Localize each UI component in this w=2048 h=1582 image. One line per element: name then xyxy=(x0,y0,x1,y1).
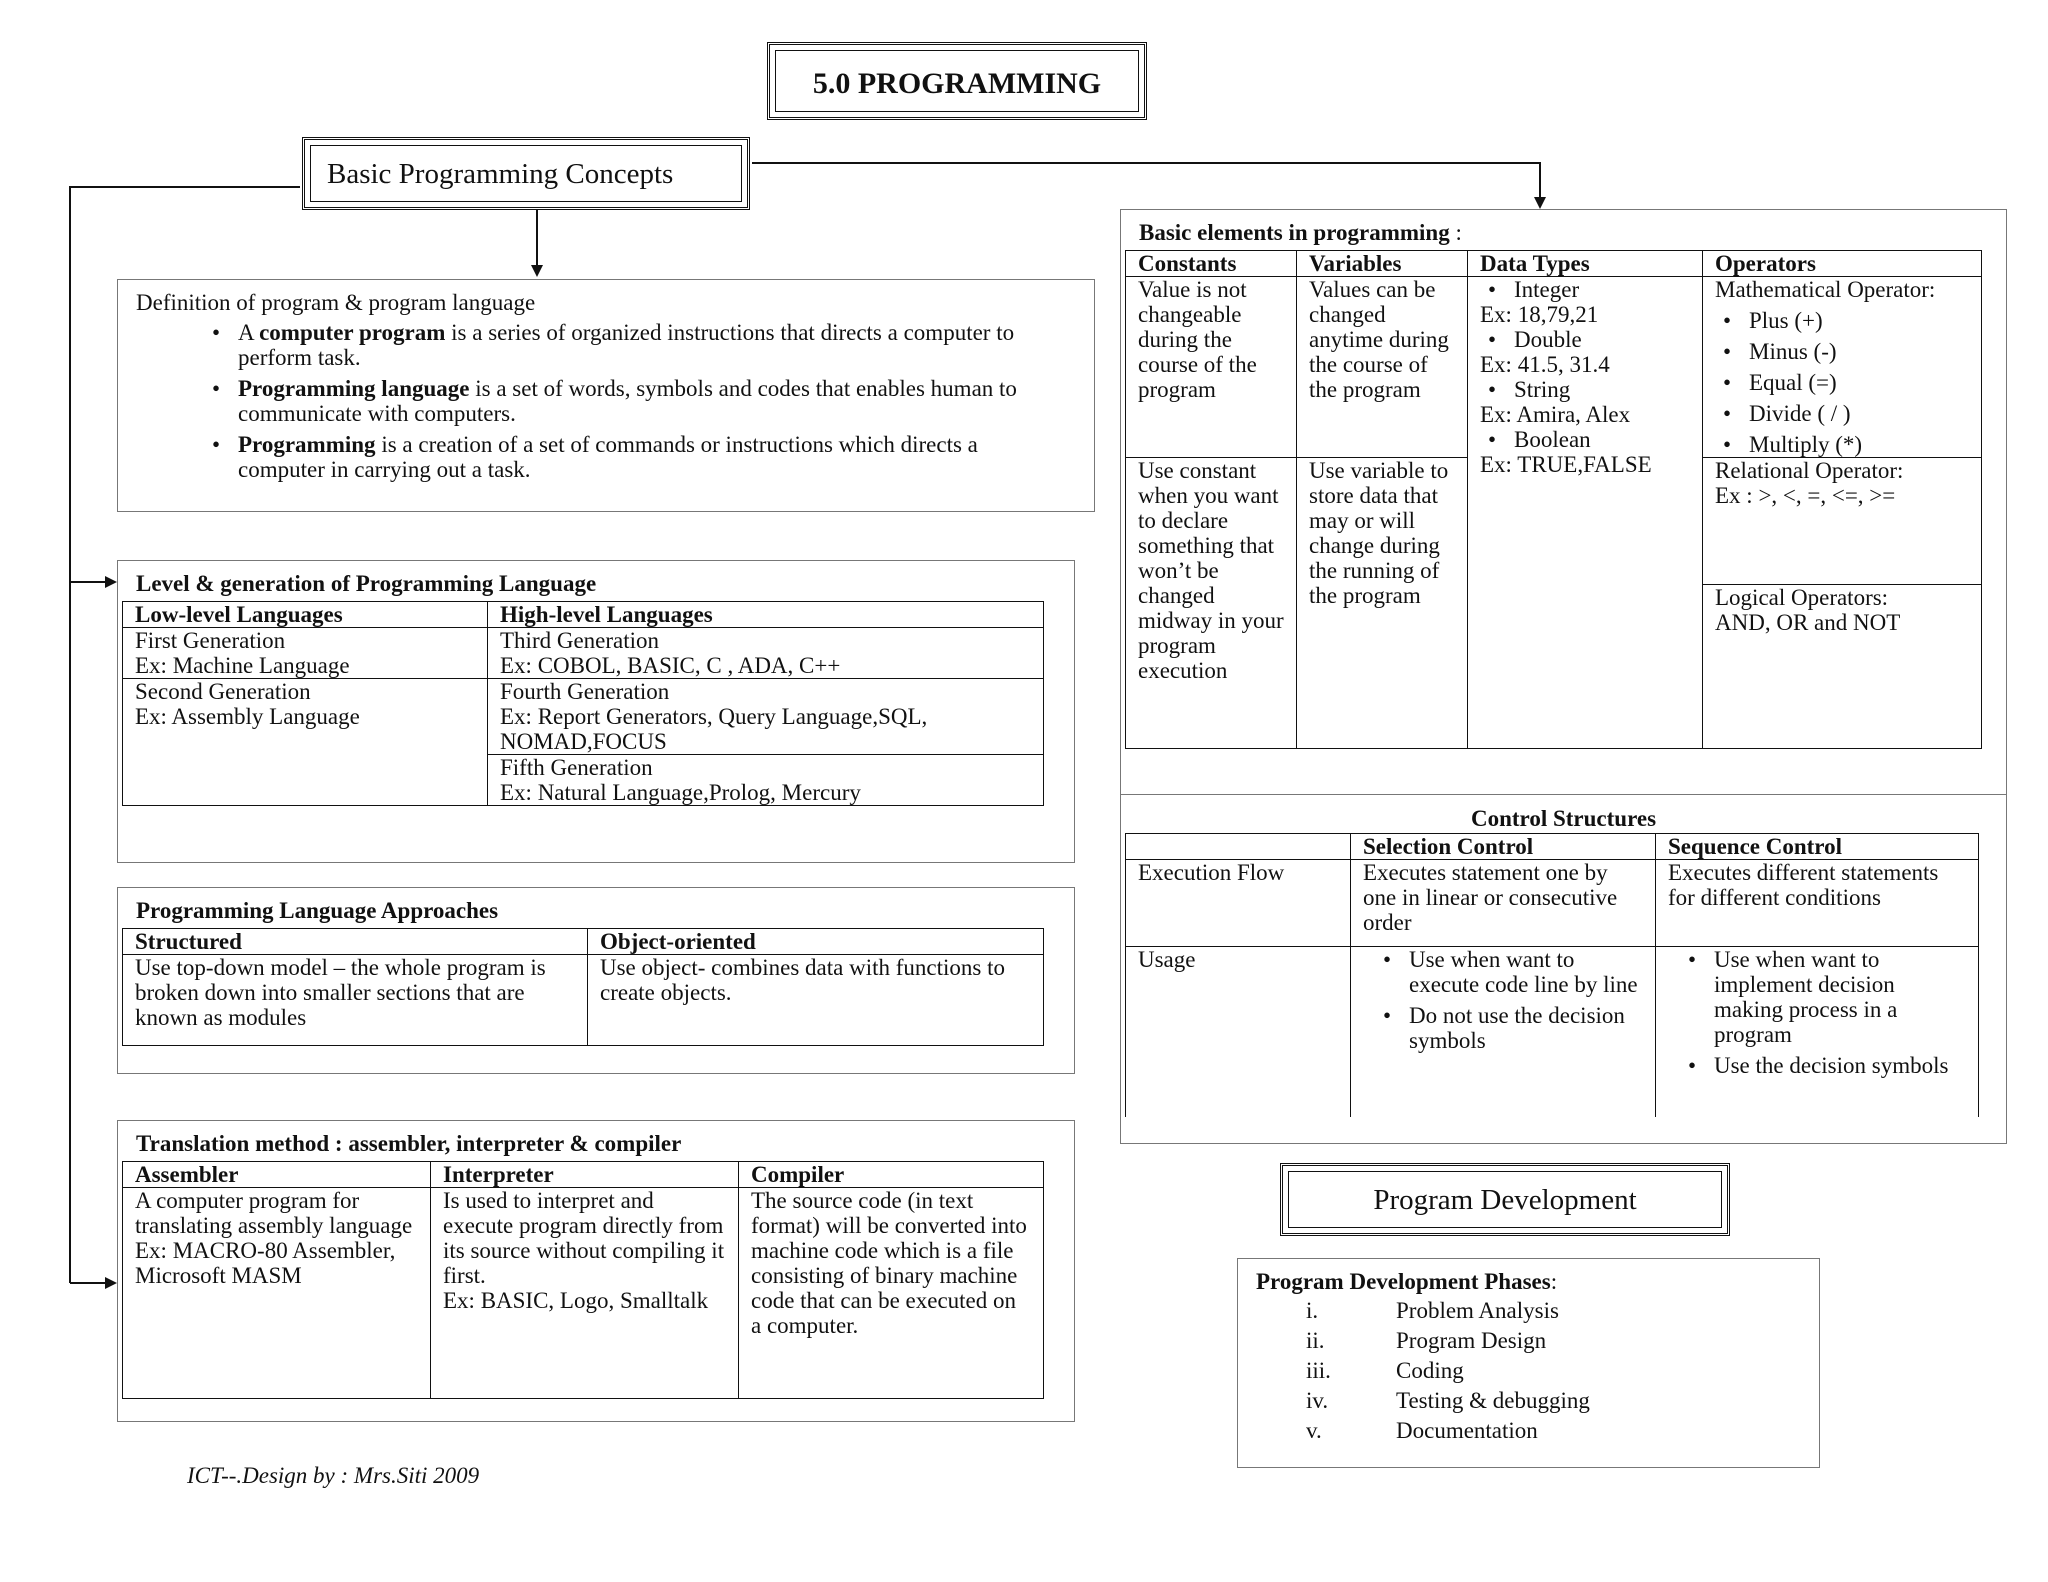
op-plus: Plus (+) xyxy=(1713,308,1969,333)
rel-log-operators-cell: Relational Operator: Ex : >, <, =, <=, >… xyxy=(1702,457,1982,749)
main-title: 5.0 PROGRAMMING xyxy=(812,67,1102,100)
section-divider xyxy=(1121,794,2006,795)
approaches-table: Structured Object-oriented Use top-down … xyxy=(122,928,1044,1046)
approaches-box: Programming Language Approaches Structur… xyxy=(117,887,1075,1074)
datatype-boolean: Boolean xyxy=(1478,427,1690,452)
variables-def: Values can be changed anytime during the… xyxy=(1296,276,1468,458)
elements-control-box: Basic elements in programming : Constant… xyxy=(1120,209,2007,1144)
op-multiply: Multiply (*) xyxy=(1713,432,1969,457)
col-low-level: Low-level Languages xyxy=(122,601,488,628)
col-structured: Structured xyxy=(122,928,588,955)
levels-table: Low-level Languages High-level Languages… xyxy=(122,601,1044,806)
phase-item: v.Documentation xyxy=(1306,1418,1538,1443)
definition-item: A computer program is a series of organi… xyxy=(202,320,1042,370)
program-development-title: Program Development xyxy=(1373,1184,1637,1216)
variables-use: Use variable to store data that may or w… xyxy=(1296,457,1468,749)
row-execution-flow: Execution Flow xyxy=(1125,859,1351,947)
col-object-oriented: Object-oriented xyxy=(587,928,1044,955)
definition-heading: Definition of program & program language xyxy=(136,290,536,315)
col-sequence: Sequence Control xyxy=(1655,833,1979,860)
phase-item: i.Problem Analysis xyxy=(1306,1298,1559,1323)
definition-list: A computer program is a series of organi… xyxy=(202,320,1042,482)
sequence-usage: Use when want to implement decision maki… xyxy=(1655,946,1979,1117)
phase-item: ii.Program Design xyxy=(1306,1328,1547,1353)
basic-concepts-box: Basic Programming Concepts xyxy=(302,137,750,210)
credit: ICT--.Design by : Mrs.Siti 2009 xyxy=(187,1463,480,1488)
constants-use: Use constant when you want to declare so… xyxy=(1125,457,1297,749)
approaches-heading: Programming Language Approaches xyxy=(136,898,499,923)
phase-item: iv.Testing & debugging xyxy=(1306,1388,1590,1413)
relational-heading: Relational Operator: xyxy=(1715,458,1904,483)
translation-box: Translation method : assembler, interpre… xyxy=(117,1120,1075,1422)
definition-item: Programming language is a set of words, … xyxy=(202,376,1042,426)
control-heading: Control Structures xyxy=(1470,806,1657,831)
col-assembler: Assembler xyxy=(122,1161,431,1188)
definition-item: Programming is a creation of a set of co… xyxy=(202,432,1042,482)
relational-example: Ex : >, <, =, <=, >= xyxy=(1715,483,1896,508)
data-types-cell: Integer Ex: 18,79,21 Double Ex: 41.5, 31… xyxy=(1467,276,1703,749)
selection-flow: Executes statement one by one in linear … xyxy=(1350,859,1656,947)
control-table: Selection Control Sequence Control Execu… xyxy=(1125,833,1979,1117)
elements-heading: Basic elements in programming xyxy=(1139,220,1450,245)
levels-box: Level & generation of Programming Langua… xyxy=(117,560,1075,863)
math-operators-cell: Mathematical Operator: Plus (+) Minus (-… xyxy=(1702,276,1982,458)
col-data-types: Data Types xyxy=(1467,250,1703,277)
col-interpreter: Interpreter xyxy=(430,1161,739,1188)
col-compiler: Compiler xyxy=(738,1161,1044,1188)
logical-heading: Logical Operators: xyxy=(1715,585,1889,610)
phases-heading: Program Development Phases xyxy=(1256,1269,1551,1294)
phases-list: i.Problem Analysis ii.Program Design iii… xyxy=(1306,1298,1801,1443)
phases-heading-line: Program Development Phases: xyxy=(1256,1269,1558,1294)
datatype-integer: Integer xyxy=(1478,277,1690,302)
constants-def: Value is not changeable during the cours… xyxy=(1125,276,1297,458)
phase-item: iii.Coding xyxy=(1306,1358,1464,1383)
elements-heading-line: Basic elements in programming : xyxy=(1139,220,1462,245)
structured-cell: Use top-down model – the whole program i… xyxy=(122,954,588,1046)
control-corner xyxy=(1125,833,1351,860)
datatype-string: String xyxy=(1478,377,1690,402)
logical-example: AND, OR and NOT xyxy=(1715,610,1901,635)
col-variables: Variables xyxy=(1296,250,1468,277)
translation-heading: Translation method : assembler, interpre… xyxy=(136,1131,682,1156)
object-oriented-cell: Use object- combines data with functions… xyxy=(587,954,1044,1046)
op-minus: Minus (-) xyxy=(1713,339,1969,364)
phases-box: Program Development Phases: i.Problem An… xyxy=(1237,1258,1820,1468)
col-constants: Constants xyxy=(1125,250,1297,277)
op-equal: Equal (=) xyxy=(1713,370,1969,395)
compiler-cell: The source code (in text format) will be… xyxy=(738,1187,1044,1399)
op-divide: Divide ( / ) xyxy=(1713,401,1969,426)
levels-heading: Level & generation of Programming Langua… xyxy=(136,571,597,596)
assembler-cell: A computer program for translating assem… xyxy=(122,1187,431,1399)
program-development-box: Program Development xyxy=(1280,1163,1730,1236)
col-selection: Selection Control xyxy=(1350,833,1656,860)
datatype-double: Double xyxy=(1478,327,1690,352)
definition-box: Definition of program & program language… xyxy=(117,279,1095,512)
col-high-level: High-level Languages xyxy=(487,601,1044,628)
interpreter-cell: Is used to interpret and execute program… xyxy=(430,1187,739,1399)
basic-concepts-label: Basic Programming Concepts xyxy=(327,158,674,190)
col-operators: Operators xyxy=(1702,250,1982,277)
elements-table: Constants Variables Data Types Operators… xyxy=(1125,250,1982,749)
row-usage: Usage xyxy=(1125,946,1351,1117)
main-title-box: 5.0 PROGRAMMING xyxy=(767,42,1147,120)
translation-table: Assembler Interpreter Compiler A compute… xyxy=(122,1161,1044,1399)
sequence-flow: Executes different statements for differ… xyxy=(1655,859,1979,947)
selection-usage: Use when want to execute code line by li… xyxy=(1350,946,1656,1117)
